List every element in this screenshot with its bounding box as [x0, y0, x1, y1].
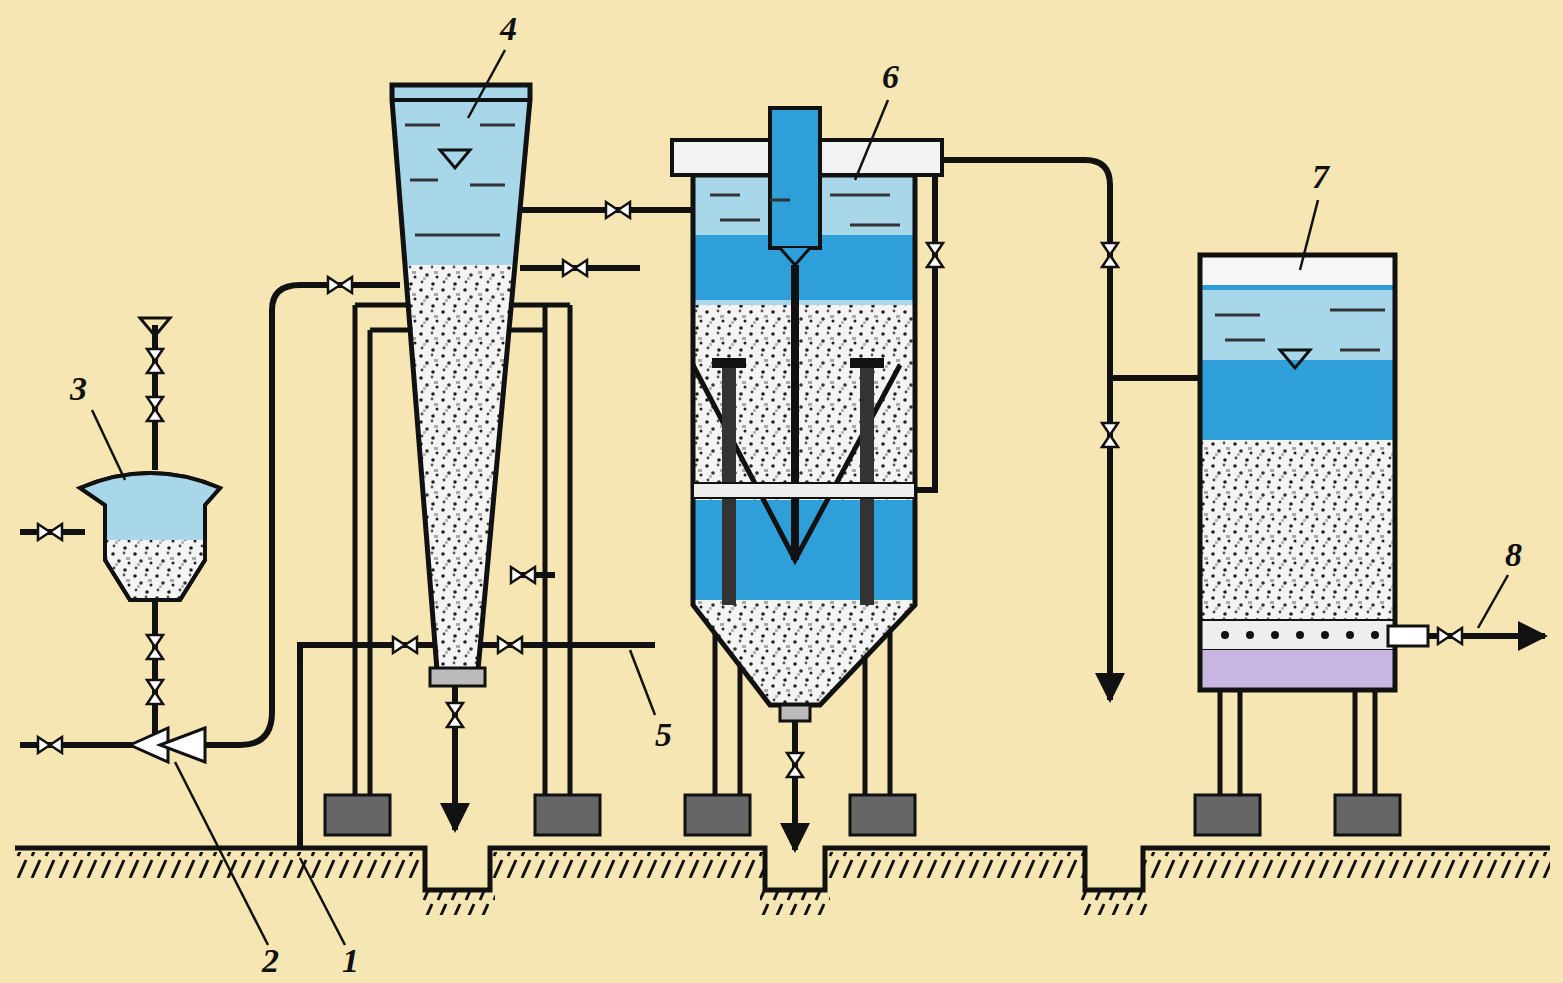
clarifier-filter: [672, 108, 942, 835]
cone-settler: [325, 85, 600, 835]
reagent-vessel: [80, 318, 220, 762]
callout-number: 3: [70, 372, 87, 406]
rapid-filter: [1195, 255, 1428, 835]
callout-number: 2: [262, 944, 279, 978]
callout-number: 5: [655, 718, 672, 752]
pipes: [20, 160, 1545, 850]
leader-lines: [92, 50, 1508, 945]
callout-number: 6: [882, 60, 899, 94]
callout-number: 1: [342, 944, 359, 978]
callout-number: 8: [1505, 538, 1522, 572]
valves: [38, 202, 1462, 777]
ground: [15, 848, 1550, 915]
callout-number: 7: [1312, 160, 1329, 194]
callout-number: 4: [500, 12, 517, 46]
